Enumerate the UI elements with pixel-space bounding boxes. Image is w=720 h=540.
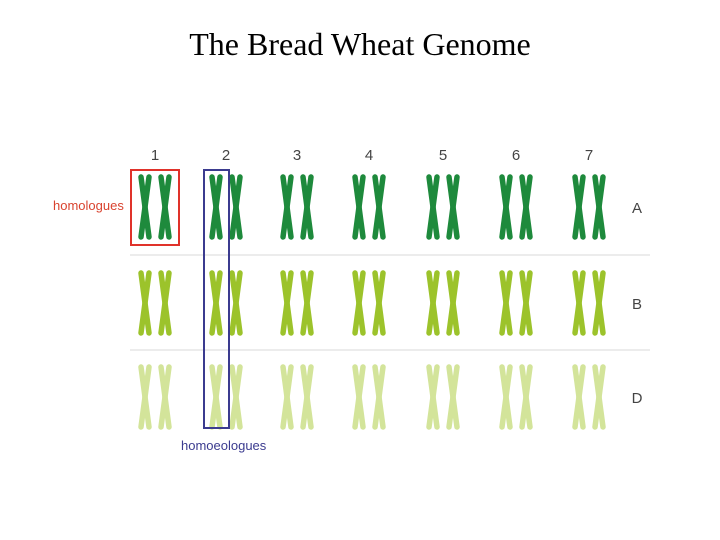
chromosome-a7-right: [592, 174, 606, 240]
chromosome-d7-right: [592, 364, 606, 430]
chromosome-number-6: 6: [512, 147, 520, 164]
page-title: The Bread Wheat Genome: [189, 26, 531, 62]
chromosome-d5-left: [426, 364, 440, 430]
chromosome-a4-right: [372, 174, 386, 240]
chromosome-b1-left: [138, 270, 152, 336]
chromosome-d3-right: [300, 364, 314, 430]
genome-letter-column: A B D: [632, 200, 643, 407]
homoeologues-box: [203, 169, 230, 429]
chromosome-b1-right: [158, 270, 172, 336]
chromosome-a5-left: [426, 174, 440, 240]
chromosome-a3-right: [300, 174, 314, 240]
chromosome-a3-left: [280, 174, 294, 240]
chromosome-d7-left: [572, 364, 586, 430]
chromosome-b3-right: [300, 270, 314, 336]
chromosome-b5-left: [426, 270, 440, 336]
chromosome-b3-left: [280, 270, 294, 336]
genome-letter-a: A: [632, 200, 642, 217]
chromosome-number-4: 4: [365, 147, 373, 164]
chromosome-number-2: 2: [222, 147, 230, 164]
chromosome-a1-right: [158, 174, 172, 240]
chromosome-d1-left: [138, 364, 152, 430]
chromosome-number-3: 3: [293, 147, 301, 164]
homologues-box: [130, 169, 180, 246]
chromosome-number-7: 7: [585, 147, 593, 164]
chromosome-d1-right: [158, 364, 172, 430]
chromosome-grid: [138, 174, 606, 430]
chromosome-d4-right: [372, 364, 386, 430]
chromosome-d4-left: [352, 364, 366, 430]
chromosome-number-5: 5: [439, 147, 447, 164]
chromosome-a4-left: [352, 174, 366, 240]
chromosome-d6-right: [519, 364, 533, 430]
chromosome-d3-left: [280, 364, 294, 430]
row-separators: [130, 254, 650, 351]
chromosome-a2-right: [229, 174, 243, 240]
chromosome-b6-right: [519, 270, 533, 336]
chromosome-b6-left: [499, 270, 513, 336]
chromosome-b2-left: [209, 270, 223, 336]
chromosome-b4-right: [372, 270, 386, 336]
chromosome-b7-right: [592, 270, 606, 336]
chromosome-a6-right: [519, 174, 533, 240]
chromosome-d2-right: [229, 364, 243, 430]
genome-letter-b: B: [632, 296, 642, 313]
chromosome-b7-left: [572, 270, 586, 336]
chromosome-d2-left: [209, 364, 223, 430]
chromosome-a1-left: [138, 174, 152, 240]
chromosome-d5-right: [446, 364, 460, 430]
homologues-label: homologues: [53, 198, 124, 213]
chromosome-b4-left: [352, 270, 366, 336]
chromosome-number-row: 1 2 3 4 5 6 7: [151, 147, 593, 164]
chromosome-b5-right: [446, 270, 460, 336]
homoeologues-label: homoeologues: [181, 438, 267, 453]
chromosome-a5-right: [446, 174, 460, 240]
chromosome-a2-left: [209, 174, 223, 240]
chromosome-b2-right: [229, 270, 243, 336]
chromosome-number-1: 1: [151, 147, 159, 164]
chromosome-a7-left: [572, 174, 586, 240]
chromosome-a6-left: [499, 174, 513, 240]
chromosome-d6-left: [499, 364, 513, 430]
genome-letter-d: D: [632, 390, 643, 407]
